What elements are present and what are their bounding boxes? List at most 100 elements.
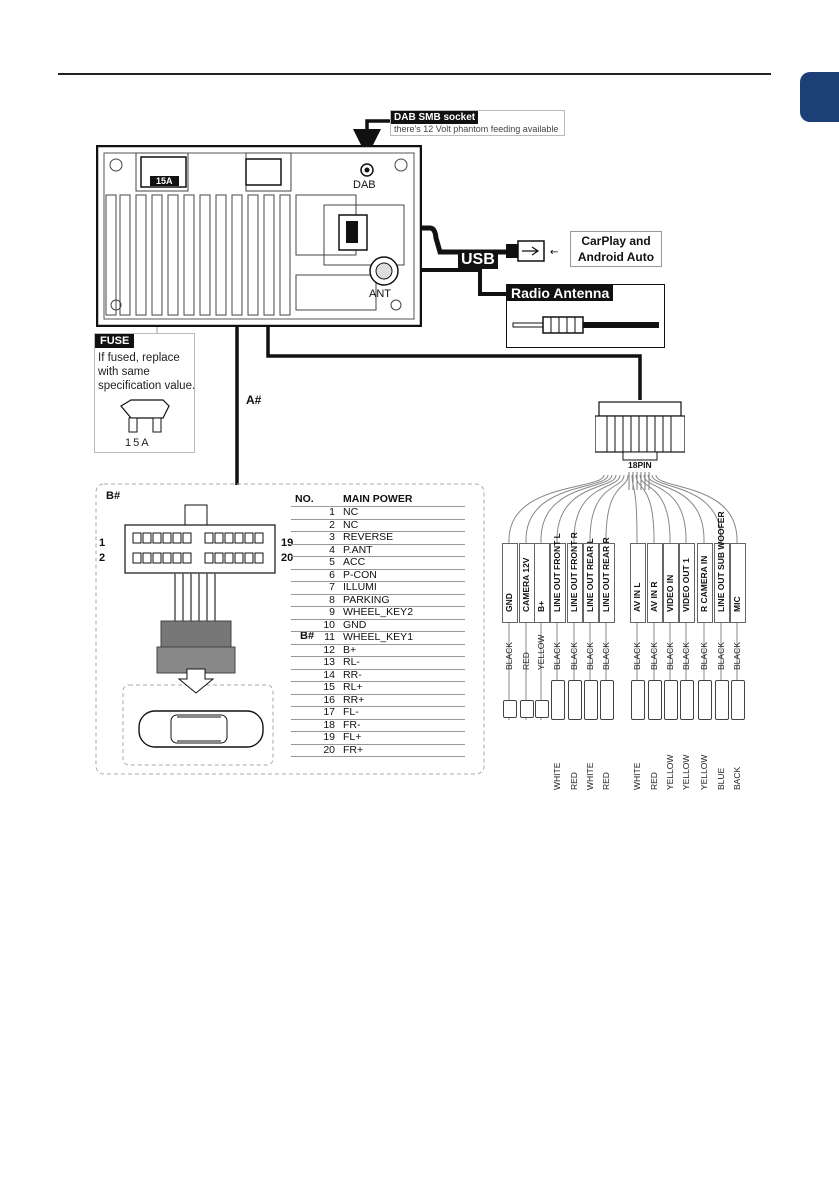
pin-number: 18	[291, 719, 339, 732]
plug-color: BACK	[732, 766, 742, 790]
fuse-value: 15A	[125, 437, 151, 449]
pin-number: 17	[291, 706, 339, 720]
cable-plug	[680, 680, 694, 720]
header-rule	[58, 73, 771, 75]
pin-function: RR-	[339, 669, 465, 682]
radio-antenna-box: Radio Antenna	[506, 284, 665, 348]
dab-panel-label: DAB	[353, 179, 376, 191]
pin-number: 14	[291, 669, 339, 682]
cable-label: VIDEO OUT 1	[681, 558, 691, 612]
dab-title: DAB SMB socket	[391, 111, 479, 124]
antenna-line	[395, 268, 506, 296]
plug-color: RED	[569, 772, 579, 790]
cable-plug	[631, 680, 645, 720]
wire-color: BLACK	[569, 642, 579, 670]
radio-antenna-title: Radio Antenna	[507, 285, 614, 301]
pin18-label: 18PIN	[628, 460, 652, 470]
wire-color: BLACK	[552, 642, 562, 670]
pin-table-header-name: MAIN POWER	[339, 493, 465, 507]
cable-sleeve	[502, 543, 518, 623]
pin-number: 16	[291, 694, 339, 707]
pin-function: FR+	[339, 744, 465, 757]
usb-label: USB	[458, 251, 498, 269]
dab-note: there's 12 Volt phantom feeding availabl…	[394, 124, 559, 134]
antenna-plug-icon	[512, 316, 659, 334]
pin-number: 19	[291, 731, 339, 745]
plug-color: BLUE	[716, 767, 726, 790]
pin-function: NC	[339, 519, 465, 532]
wire-color: BLACK	[681, 642, 691, 670]
wire-color: RED	[521, 652, 531, 670]
pin-function: WHEEL_KEY1	[339, 631, 465, 645]
cable-label: LINE OUT REAR L	[585, 538, 595, 612]
plug-color: RED	[649, 772, 659, 790]
pin-marker-20: 20	[281, 552, 294, 564]
pin-function: P-CON	[339, 569, 465, 582]
pin-function: FL+	[339, 731, 465, 745]
cable-plug	[698, 680, 712, 720]
pin-number: 9	[291, 606, 339, 620]
wire-color: BLACK	[504, 642, 514, 670]
plug-color: WHITE	[552, 762, 562, 790]
cable-label: MIC	[732, 596, 742, 612]
a-connector-label: A#	[246, 393, 262, 407]
cable-plug	[520, 700, 534, 718]
usb-line	[350, 225, 506, 255]
carplay-box: CarPlay and Android Auto	[570, 231, 662, 267]
wire-color: BLACK	[632, 642, 642, 670]
cable-plug	[535, 700, 549, 718]
cable-label: AV IN L	[632, 582, 642, 612]
cable-label: LINE OUT FRONT L	[552, 533, 562, 612]
pin-function: PARKING	[339, 594, 465, 607]
wire-color: BLACK	[649, 642, 659, 670]
cable-sleeve	[647, 543, 663, 623]
cable-plug	[568, 680, 582, 720]
pin-number: 12	[291, 644, 339, 657]
pin-function: GND	[339, 619, 465, 632]
cable-plug	[731, 680, 745, 720]
cable-label: B+	[536, 600, 546, 612]
cable-sleeve	[550, 543, 566, 623]
cable-plug	[584, 680, 598, 720]
cable-sleeve	[534, 543, 550, 623]
pin-function: FR-	[339, 719, 465, 732]
cable-label: VIDEO IN	[665, 574, 675, 612]
pin-number: 5	[291, 556, 339, 570]
harness-wires	[508, 474, 738, 720]
b-connector-box	[95, 483, 485, 775]
pin-function: RL-	[339, 656, 465, 670]
cable-label: AV IN R	[649, 581, 659, 612]
usb-plug-icon: ←	[506, 240, 558, 262]
pin-number: 13	[291, 656, 339, 670]
cable-sleeve	[583, 543, 599, 623]
cable-sleeve	[663, 543, 679, 623]
cable-sleeve	[730, 543, 746, 623]
cable-sleeve	[630, 543, 646, 623]
car-icon	[138, 710, 264, 748]
pin-marker-2: 2	[99, 552, 106, 564]
b-connector-label: B#	[106, 490, 121, 502]
cable-label: LINE OUT REAR R	[601, 537, 611, 612]
cable-plug	[715, 680, 729, 720]
cable-label: LINE OUT FRONT R	[569, 532, 579, 612]
cable-sleeve	[697, 543, 713, 623]
pin-marker-19: 19	[281, 537, 294, 549]
fuse-text: If fused, replace with same specificatio…	[98, 352, 196, 392]
cable-plug	[664, 680, 678, 720]
unit-fuse-label: 15A	[150, 176, 179, 186]
cable-plug	[551, 680, 565, 720]
cable-label: R CAMERA IN	[699, 555, 709, 612]
